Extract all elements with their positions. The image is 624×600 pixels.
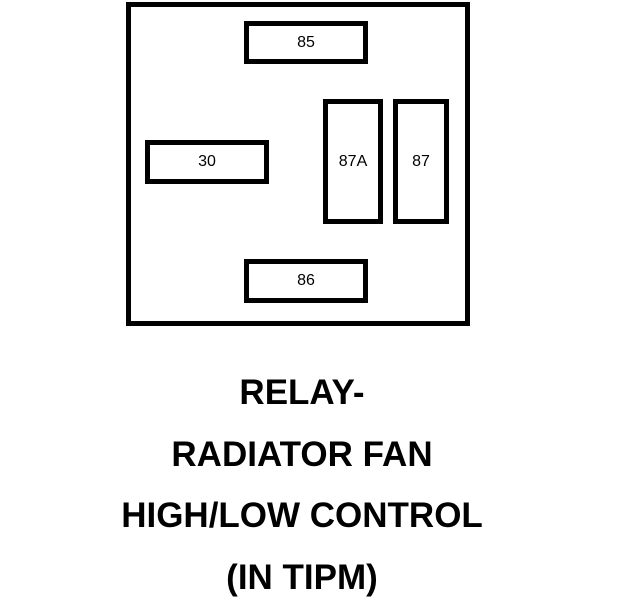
terminal-87-label: 87	[412, 152, 430, 170]
terminal-30: 30	[145, 140, 269, 184]
terminal-86: 86	[244, 259, 368, 303]
terminal-87a-label: 87A	[338, 152, 368, 170]
terminal-85-label: 85	[297, 33, 315, 51]
terminal-86-label: 86	[297, 272, 315, 289]
caption-line-1: RELAY-	[239, 373, 365, 412]
terminal-87a: 87A	[323, 99, 383, 224]
caption-line-3: HIGH/LOW CONTROL	[121, 496, 483, 535]
caption-line-2: RADIATOR FAN	[171, 435, 433, 474]
terminal-30-label: 30	[198, 153, 216, 170]
caption-line-4: (IN TIPM)	[226, 558, 378, 597]
terminal-87: 87	[393, 99, 449, 224]
terminal-85: 85	[244, 21, 368, 64]
